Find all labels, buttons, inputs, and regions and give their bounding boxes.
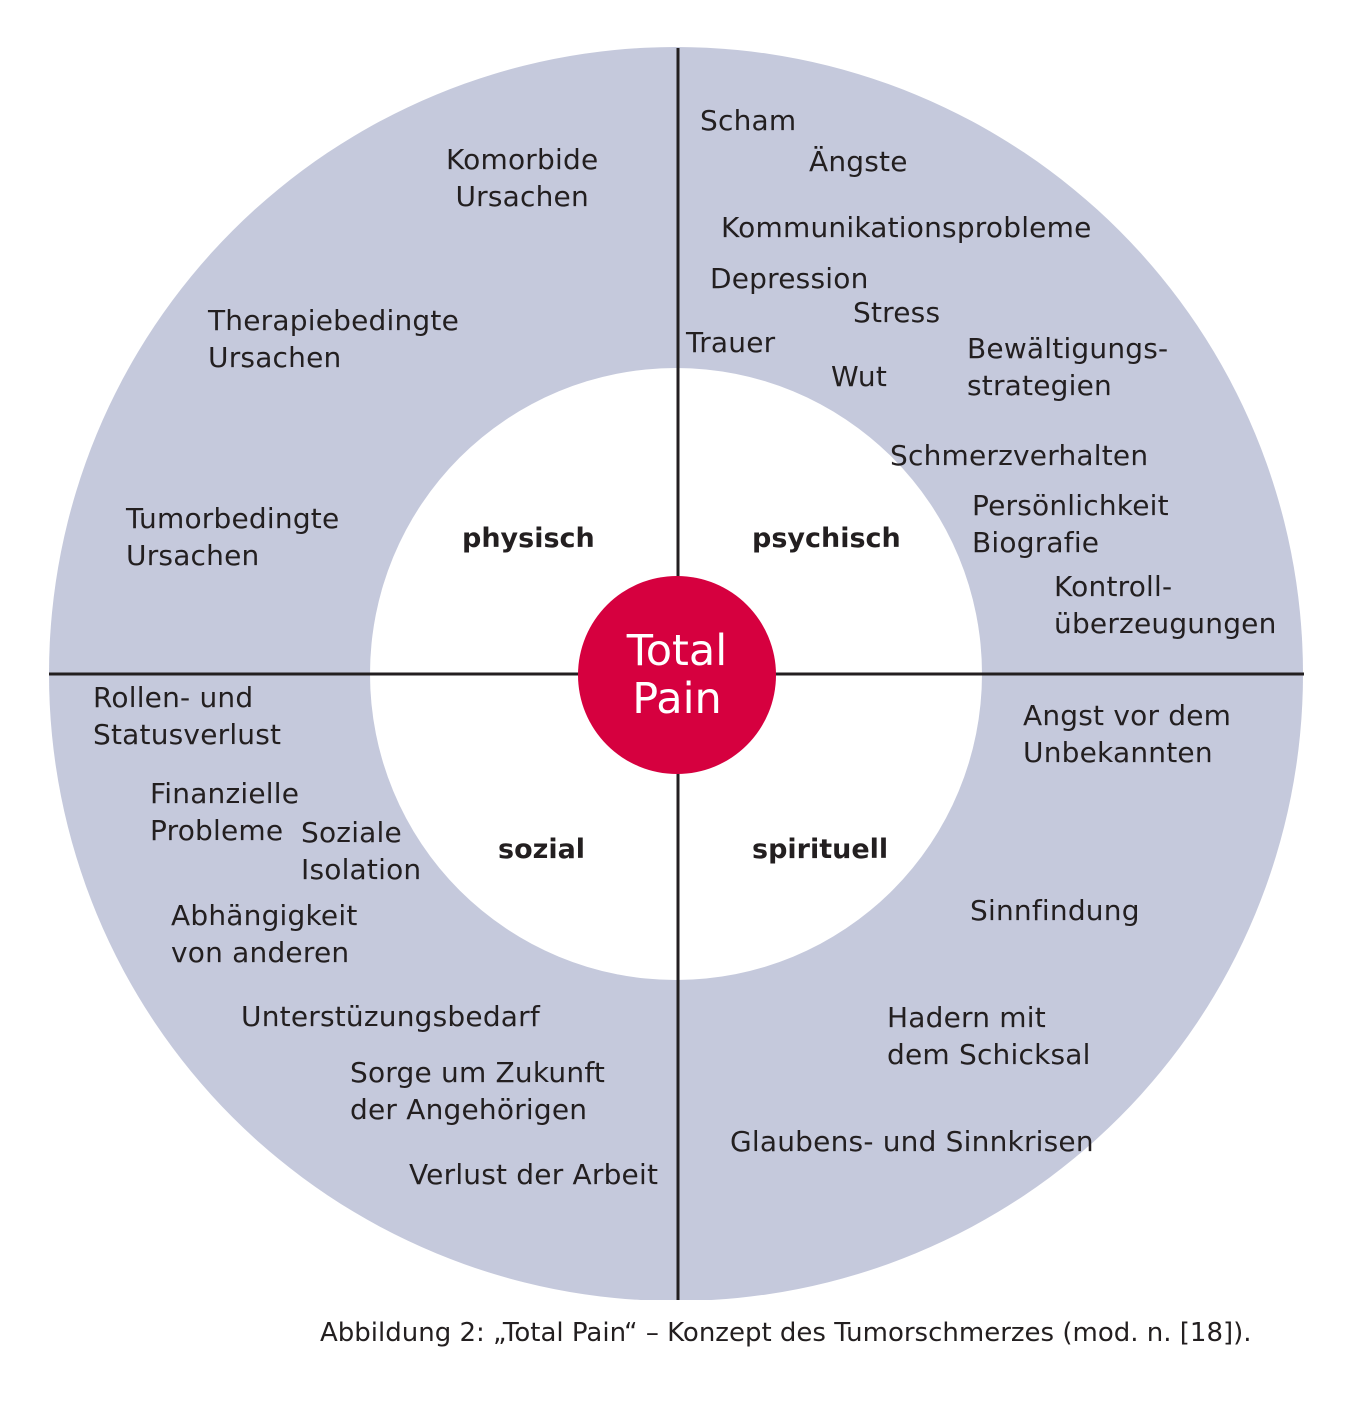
label-verlust-der-arbeit: Verlust der Arbeit xyxy=(409,1158,659,1191)
label-abhaengigkeit-von-anderen: Abhängigkeit von anderen xyxy=(171,899,358,969)
label-finanzielle-probleme: Finanzielle Probleme xyxy=(150,777,300,847)
label-kontrollueberzeugungen: Kontroll- überzeugungen xyxy=(1054,570,1277,640)
label-angst-vor-dem-unbekannten: Angst vor dem Unbekannten xyxy=(1023,699,1232,769)
label-trauer: Trauer xyxy=(686,326,776,359)
label-bewaeltigungsstrategien: Bewältigungs- strategien xyxy=(967,332,1169,402)
label-stress: Stress xyxy=(853,296,941,329)
quadrant-label-psychisch: psychisch xyxy=(752,523,901,554)
total-pain-center: Total Pain xyxy=(578,576,776,774)
label-therapiebedingte-ursachen: Therapiebedingte Ursachen xyxy=(208,304,460,374)
label-kommunikationsprobleme: Kommunikationsprobleme xyxy=(721,211,1092,244)
label-unterstuetzungsbedarf: Unterstüzungsbedarf xyxy=(241,1000,540,1033)
label-glaubens-und-sinnkrisen: Glaubens- und Sinnkrisen xyxy=(730,1125,1094,1158)
quadrant-label-physisch: physisch xyxy=(462,523,595,554)
label-soziale-isolation: Soziale Isolation xyxy=(301,816,422,886)
quadrant-label-spirituell: spirituell xyxy=(752,834,889,865)
label-depression: Depression xyxy=(710,262,869,295)
label-persoenlichkeit-biografie: Persönlichkeit Biografie xyxy=(972,489,1169,559)
label-wut: Wut xyxy=(831,360,888,393)
label-aengste: Ängste xyxy=(809,145,908,178)
label-schmerzverhalten: Schmerzverhalten xyxy=(890,439,1149,472)
label-komorbide-ursachen: Komorbide Ursachen xyxy=(446,143,599,213)
label-sorge-um-zukunft: Sorge um Zukunft der Angehörigen xyxy=(350,1056,606,1126)
label-rollen-und-statusverlust: Rollen- und Statusverlust xyxy=(93,681,282,751)
figure-caption: Abbildung 2: „Total Pain“ – Konzept des … xyxy=(320,1318,1252,1348)
label-sinnfindung: Sinnfindung xyxy=(970,894,1140,927)
label-scham: Scham xyxy=(700,104,797,137)
quadrant-label-sozial: sozial xyxy=(498,834,586,865)
label-hadern-mit-dem-schicksal: Hadern mit dem Schicksal xyxy=(887,1001,1091,1071)
label-tumorbedingte-ursachen: Tumorbedingte Ursachen xyxy=(126,502,340,572)
